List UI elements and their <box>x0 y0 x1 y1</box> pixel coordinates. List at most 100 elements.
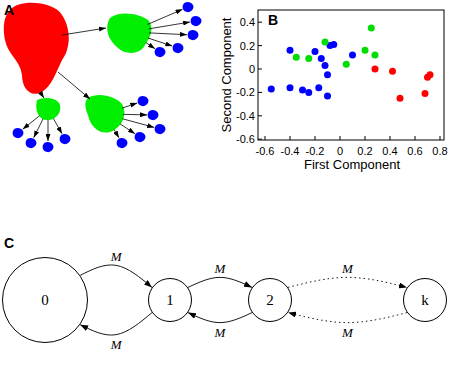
axis-ticks <box>258 22 440 140</box>
scatter-point <box>324 92 331 99</box>
scatter-point <box>397 95 404 102</box>
scatter-point <box>368 25 375 32</box>
scatter-points <box>268 25 434 102</box>
x-tick <box>440 136 441 140</box>
green-blob <box>107 14 151 53</box>
tree-arrow <box>62 28 106 35</box>
transition-arrow <box>288 313 407 323</box>
tick-label: 0.2 <box>357 146 372 157</box>
blue-blob <box>26 138 37 148</box>
scatter-point <box>268 85 275 92</box>
tick-label: 0 <box>337 146 343 157</box>
blue-blob <box>43 142 54 152</box>
tree-arrow <box>123 114 147 116</box>
scatter-point <box>372 51 379 58</box>
x-tick <box>390 136 391 140</box>
blue-blob <box>60 134 71 144</box>
panel-letter: A <box>4 3 14 17</box>
panel-letter: C <box>4 236 14 250</box>
blue-blob <box>148 110 159 120</box>
state-circle: k <box>403 278 447 322</box>
state-label: k <box>421 292 429 309</box>
blue-blob <box>155 124 166 134</box>
scatter-point <box>287 47 294 54</box>
scatter-point <box>389 68 396 75</box>
scatter-point <box>305 89 312 96</box>
tree-arrow <box>53 119 62 134</box>
tree-arrow <box>40 92 44 98</box>
scatter-point <box>324 71 331 78</box>
scatter-point <box>372 66 379 73</box>
tree-arrow <box>48 120 49 141</box>
scatter-point <box>422 90 429 97</box>
scatter-point <box>427 71 434 78</box>
green-blob <box>36 98 60 120</box>
y-tick <box>258 45 262 46</box>
x-tick <box>290 136 291 140</box>
blue-blob <box>155 47 166 57</box>
rate-label: M <box>214 262 227 275</box>
scatter-point <box>322 62 329 69</box>
axis-title: Second Component <box>220 18 233 133</box>
tree-arrow <box>146 43 155 49</box>
x-tick <box>315 136 316 140</box>
tree-arrow <box>149 22 190 29</box>
state-circle: 1 <box>148 278 192 322</box>
tick-label: 0.4 <box>382 146 397 157</box>
y-tick <box>258 22 262 23</box>
tick-label: -0.4 <box>236 110 255 121</box>
x-tick <box>265 136 266 140</box>
scatter-point <box>312 48 319 55</box>
rate-label: M <box>110 250 123 263</box>
scatter-point <box>305 55 312 62</box>
rate-label: M <box>214 325 227 338</box>
tick-label: 0.4 <box>240 17 255 28</box>
scatter-point <box>343 61 350 68</box>
tick-label: -0.6 <box>236 134 255 145</box>
scatter-point <box>318 55 325 62</box>
state-label: 1 <box>166 292 174 309</box>
tree-arrow <box>114 130 119 138</box>
panel-letter: B <box>268 13 278 27</box>
tree-arrow <box>122 103 137 108</box>
x-tick <box>415 136 416 140</box>
transition-arrow <box>188 313 252 323</box>
tree-arrow <box>23 116 40 129</box>
transition-arrow <box>80 313 152 335</box>
plot-frame <box>258 10 444 140</box>
tick-label: -0.4 <box>281 146 300 157</box>
blue-blob <box>173 43 184 53</box>
x-tick <box>365 136 366 140</box>
state-circle: 0 <box>2 257 88 343</box>
transition-arrow <box>80 265 152 287</box>
blue-blob <box>135 132 146 142</box>
scatter-point <box>330 41 337 48</box>
scatter-point <box>315 84 322 91</box>
tree-parts <box>13 2 202 152</box>
blue-blob <box>183 2 194 12</box>
tick-label: 0.2 <box>240 40 255 51</box>
scatter-point <box>287 84 294 91</box>
transition-arrow <box>288 277 407 287</box>
tick-label: 0.8 <box>432 146 447 157</box>
tree-arrow <box>58 72 90 99</box>
blue-blob <box>191 16 202 26</box>
scatter-point <box>362 47 369 54</box>
rate-label: M <box>341 262 354 275</box>
tree-arrow <box>34 119 43 138</box>
blue-blob <box>117 138 128 148</box>
y-tick <box>258 69 262 70</box>
tick-label: -0.2 <box>236 87 255 98</box>
state-label: 2 <box>266 292 274 309</box>
red-blob <box>4 3 69 94</box>
tick-label: 0.6 <box>407 146 422 157</box>
rate-label: M <box>341 325 354 338</box>
scatter-point <box>322 39 329 46</box>
transition-arrow <box>188 277 252 287</box>
x-tick <box>340 136 341 140</box>
blue-blob <box>13 128 24 138</box>
tree-arrow <box>122 119 154 128</box>
tree-arrow <box>148 38 172 46</box>
blue-blob <box>138 96 149 106</box>
tree-arrow <box>147 9 182 24</box>
